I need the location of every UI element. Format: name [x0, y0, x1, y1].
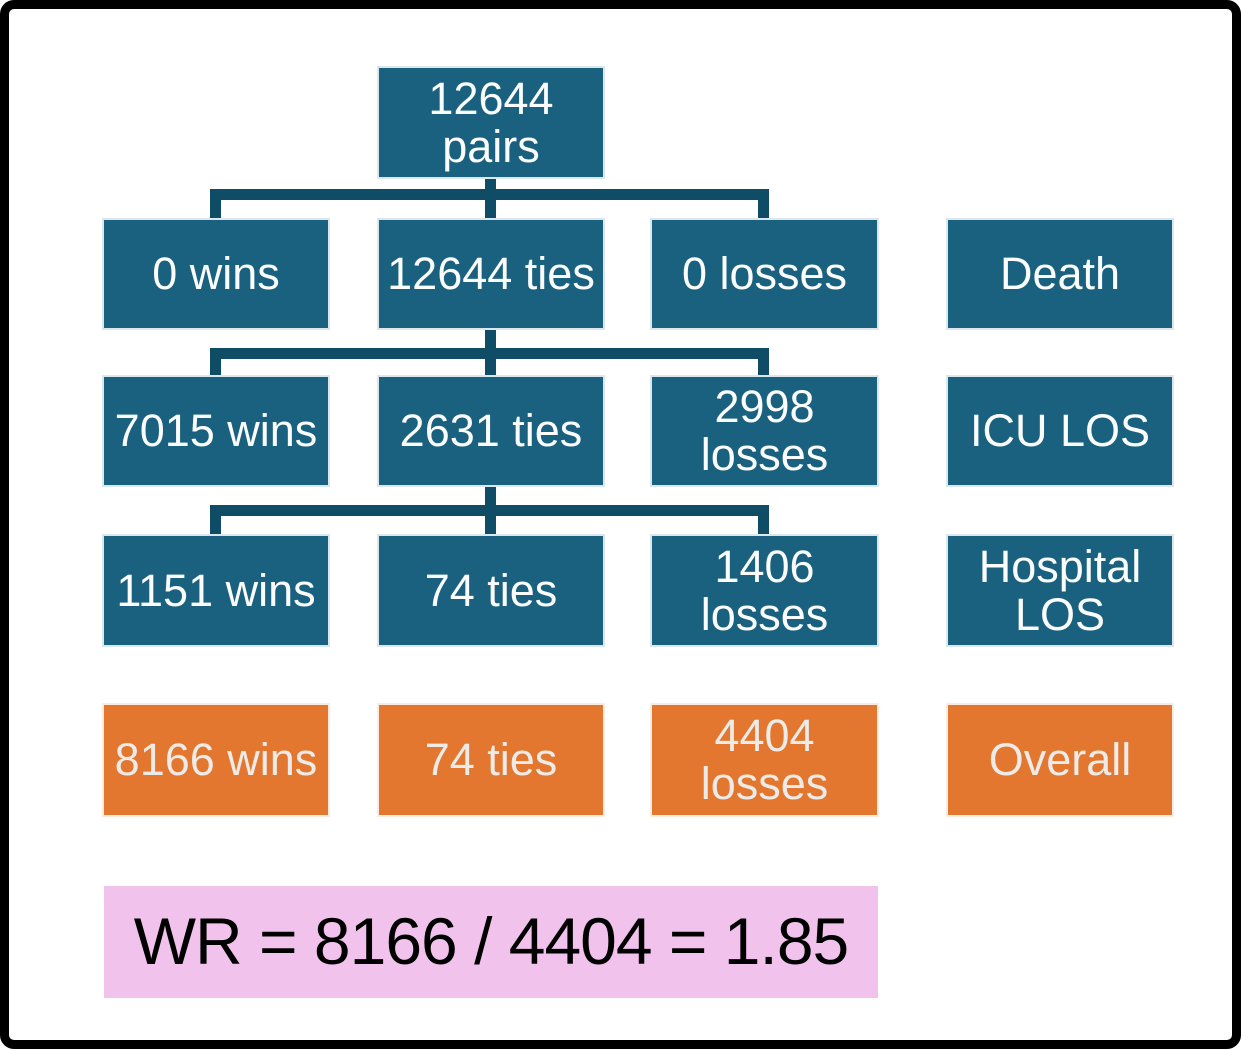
- win-ratio-formula: WR = 8166 / 4404 = 1.85: [104, 886, 878, 998]
- node-overall-losses: 4404 losses: [650, 703, 879, 817]
- connector-2-stub-right: [758, 348, 769, 375]
- connector-1-stub-right: [758, 189, 769, 218]
- node-hospital-wins: 1151 wins: [102, 534, 330, 647]
- node-hospital-ties: 74 ties: [377, 534, 605, 647]
- connector-3-bar: [210, 505, 769, 516]
- label-overall: Overall: [946, 703, 1174, 817]
- node-death-losses: 0 losses: [650, 218, 879, 330]
- node-death-wins: 0 wins: [102, 218, 330, 330]
- node-hospital-losses: 1406 losses: [650, 534, 879, 647]
- node-death-ties: 12644 ties: [377, 218, 605, 330]
- connector-3-stub-right: [758, 505, 769, 534]
- node-total-pairs: 12644 pairs: [377, 66, 605, 179]
- node-icu-ties: 2631 ties: [377, 375, 605, 487]
- connector-1-bar: [210, 189, 769, 200]
- node-icu-losses: 2998 losses: [650, 375, 879, 487]
- node-overall-wins: 8166 wins: [102, 703, 330, 817]
- node-icu-wins: 7015 wins: [102, 375, 330, 487]
- connector-2-stub-left: [210, 348, 221, 375]
- connector-2-bar: [210, 348, 769, 359]
- label-death: Death: [946, 218, 1174, 330]
- label-hospital-los: Hospital LOS: [946, 534, 1174, 647]
- label-icu-los: ICU LOS: [946, 375, 1174, 487]
- connector-3-stub-left: [210, 505, 221, 534]
- connector-1-stub-left: [210, 189, 221, 218]
- node-overall-ties: 74 ties: [377, 703, 605, 817]
